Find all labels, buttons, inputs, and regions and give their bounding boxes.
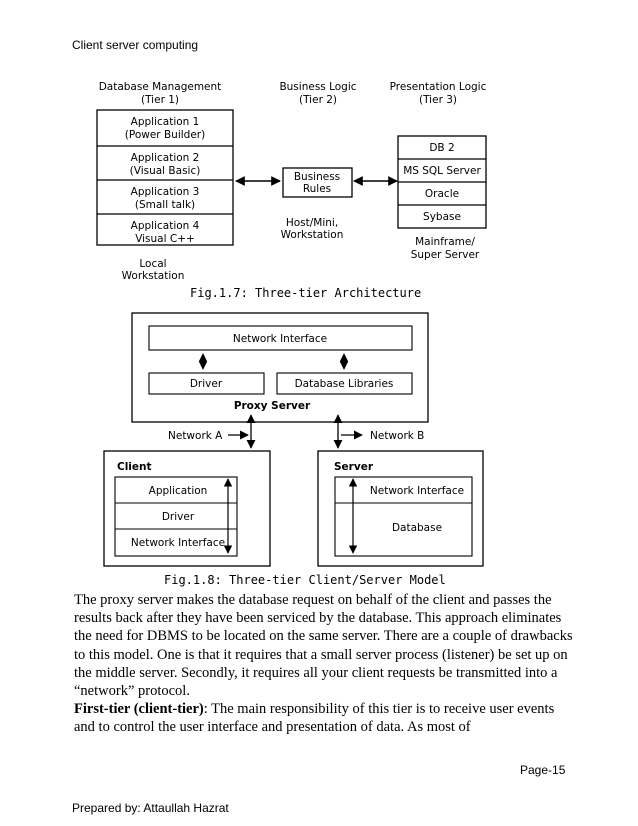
first-tier-heading: First-tier (client-tier) — [74, 701, 204, 718]
application-stack — [96, 109, 234, 246]
database-oracle: Oracle — [425, 188, 459, 200]
mainframe-label-line1: Mainframe/ — [415, 236, 475, 248]
client-network-interface-label: Network Interface — [131, 537, 225, 549]
server-box — [317, 450, 484, 567]
proxy-server-label: Proxy Server — [234, 400, 311, 412]
host-label-line2: Workstation — [281, 229, 344, 241]
body-text: The proxy server makes the database requ… — [74, 591, 574, 737]
client-application-label: Application — [149, 485, 208, 497]
first-tier-text: : The main responsibility of this tier i… — [74, 701, 555, 736]
database-libraries-label: Database Libraries — [295, 378, 394, 390]
network-interface-label: Network Interface — [233, 333, 327, 345]
client-box — [103, 450, 271, 567]
network-b-label: Network B — [370, 430, 424, 442]
paragraph-first-tier: First-tier (client-tier): The main respo… — [74, 700, 574, 736]
database-mssql: MS SQL Server — [403, 165, 481, 177]
client-layer-stack — [114, 476, 238, 557]
database-db2: DB 2 — [429, 142, 454, 154]
paragraph-proxy-server: The proxy server makes the database requ… — [74, 592, 573, 700]
proxy-driver-label: Driver — [190, 378, 223, 390]
business-rules-box — [282, 167, 353, 198]
application-2-tool: (Visual Basic) — [130, 165, 201, 177]
mainframe-label-line2: Super Server — [411, 249, 480, 261]
application-3-tool: (Small talk) — [135, 199, 195, 211]
application-1-tool: (Power Builder) — [125, 129, 205, 141]
proxy-server-box — [131, 312, 429, 423]
local-workstation-line2: Workstation — [122, 270, 185, 282]
application-2-name: Application 2 — [131, 152, 200, 164]
tier1-heading-line2: (Tier 1) — [141, 94, 179, 106]
application-1-name: Application 1 — [131, 116, 200, 128]
figure-1-8-caption: Fig.1.8: Three-tier Client/Server Model — [164, 573, 446, 587]
database-stack — [397, 135, 487, 229]
three-tier-client-server-figure: Network Interface Driver Database Librar… — [103, 312, 484, 587]
application-3-name: Application 3 — [131, 186, 200, 198]
prepared-by: Prepared by: Attaullah Hazrat — [72, 801, 229, 815]
client-title: Client — [117, 461, 152, 473]
local-workstation-line1: Local — [139, 258, 166, 270]
figure-1-7-caption: Fig.1.7: Three-tier Architecture — [190, 286, 421, 300]
page-number: Page-15 — [520, 763, 566, 777]
business-rules-line1: Business — [294, 171, 340, 183]
server-layer-stack — [334, 476, 473, 557]
server-database-label: Database — [392, 522, 442, 534]
business-rules-line2: Rules — [303, 183, 331, 195]
proxy-driver-box — [148, 372, 265, 395]
database-sybase: Sybase — [423, 211, 461, 223]
tier3-heading-line2: (Tier 3) — [419, 94, 457, 106]
server-title: Server — [334, 461, 374, 473]
network-interface-box — [148, 325, 413, 351]
database-libraries-box — [276, 372, 413, 395]
three-tier-architecture-figure: Database Management (Tier 1) Business Lo… — [96, 81, 487, 300]
page-header: Client server computing — [72, 38, 199, 52]
tier3-heading-line1: Presentation Logic — [390, 81, 487, 93]
client-driver-label: Driver — [162, 511, 195, 523]
tier2-heading-line1: Business Logic — [279, 81, 356, 93]
server-network-interface-label: Network Interface — [370, 485, 464, 497]
application-4-tool: Visual C++ — [135, 233, 195, 245]
application-4-name: Application 4 — [131, 220, 200, 232]
tier1-heading-line1: Database Management — [99, 81, 222, 93]
network-a-label: Network A — [168, 430, 223, 442]
tier2-heading-line2: (Tier 2) — [299, 94, 337, 106]
host-label-line1: Host/Mini, — [286, 217, 338, 229]
